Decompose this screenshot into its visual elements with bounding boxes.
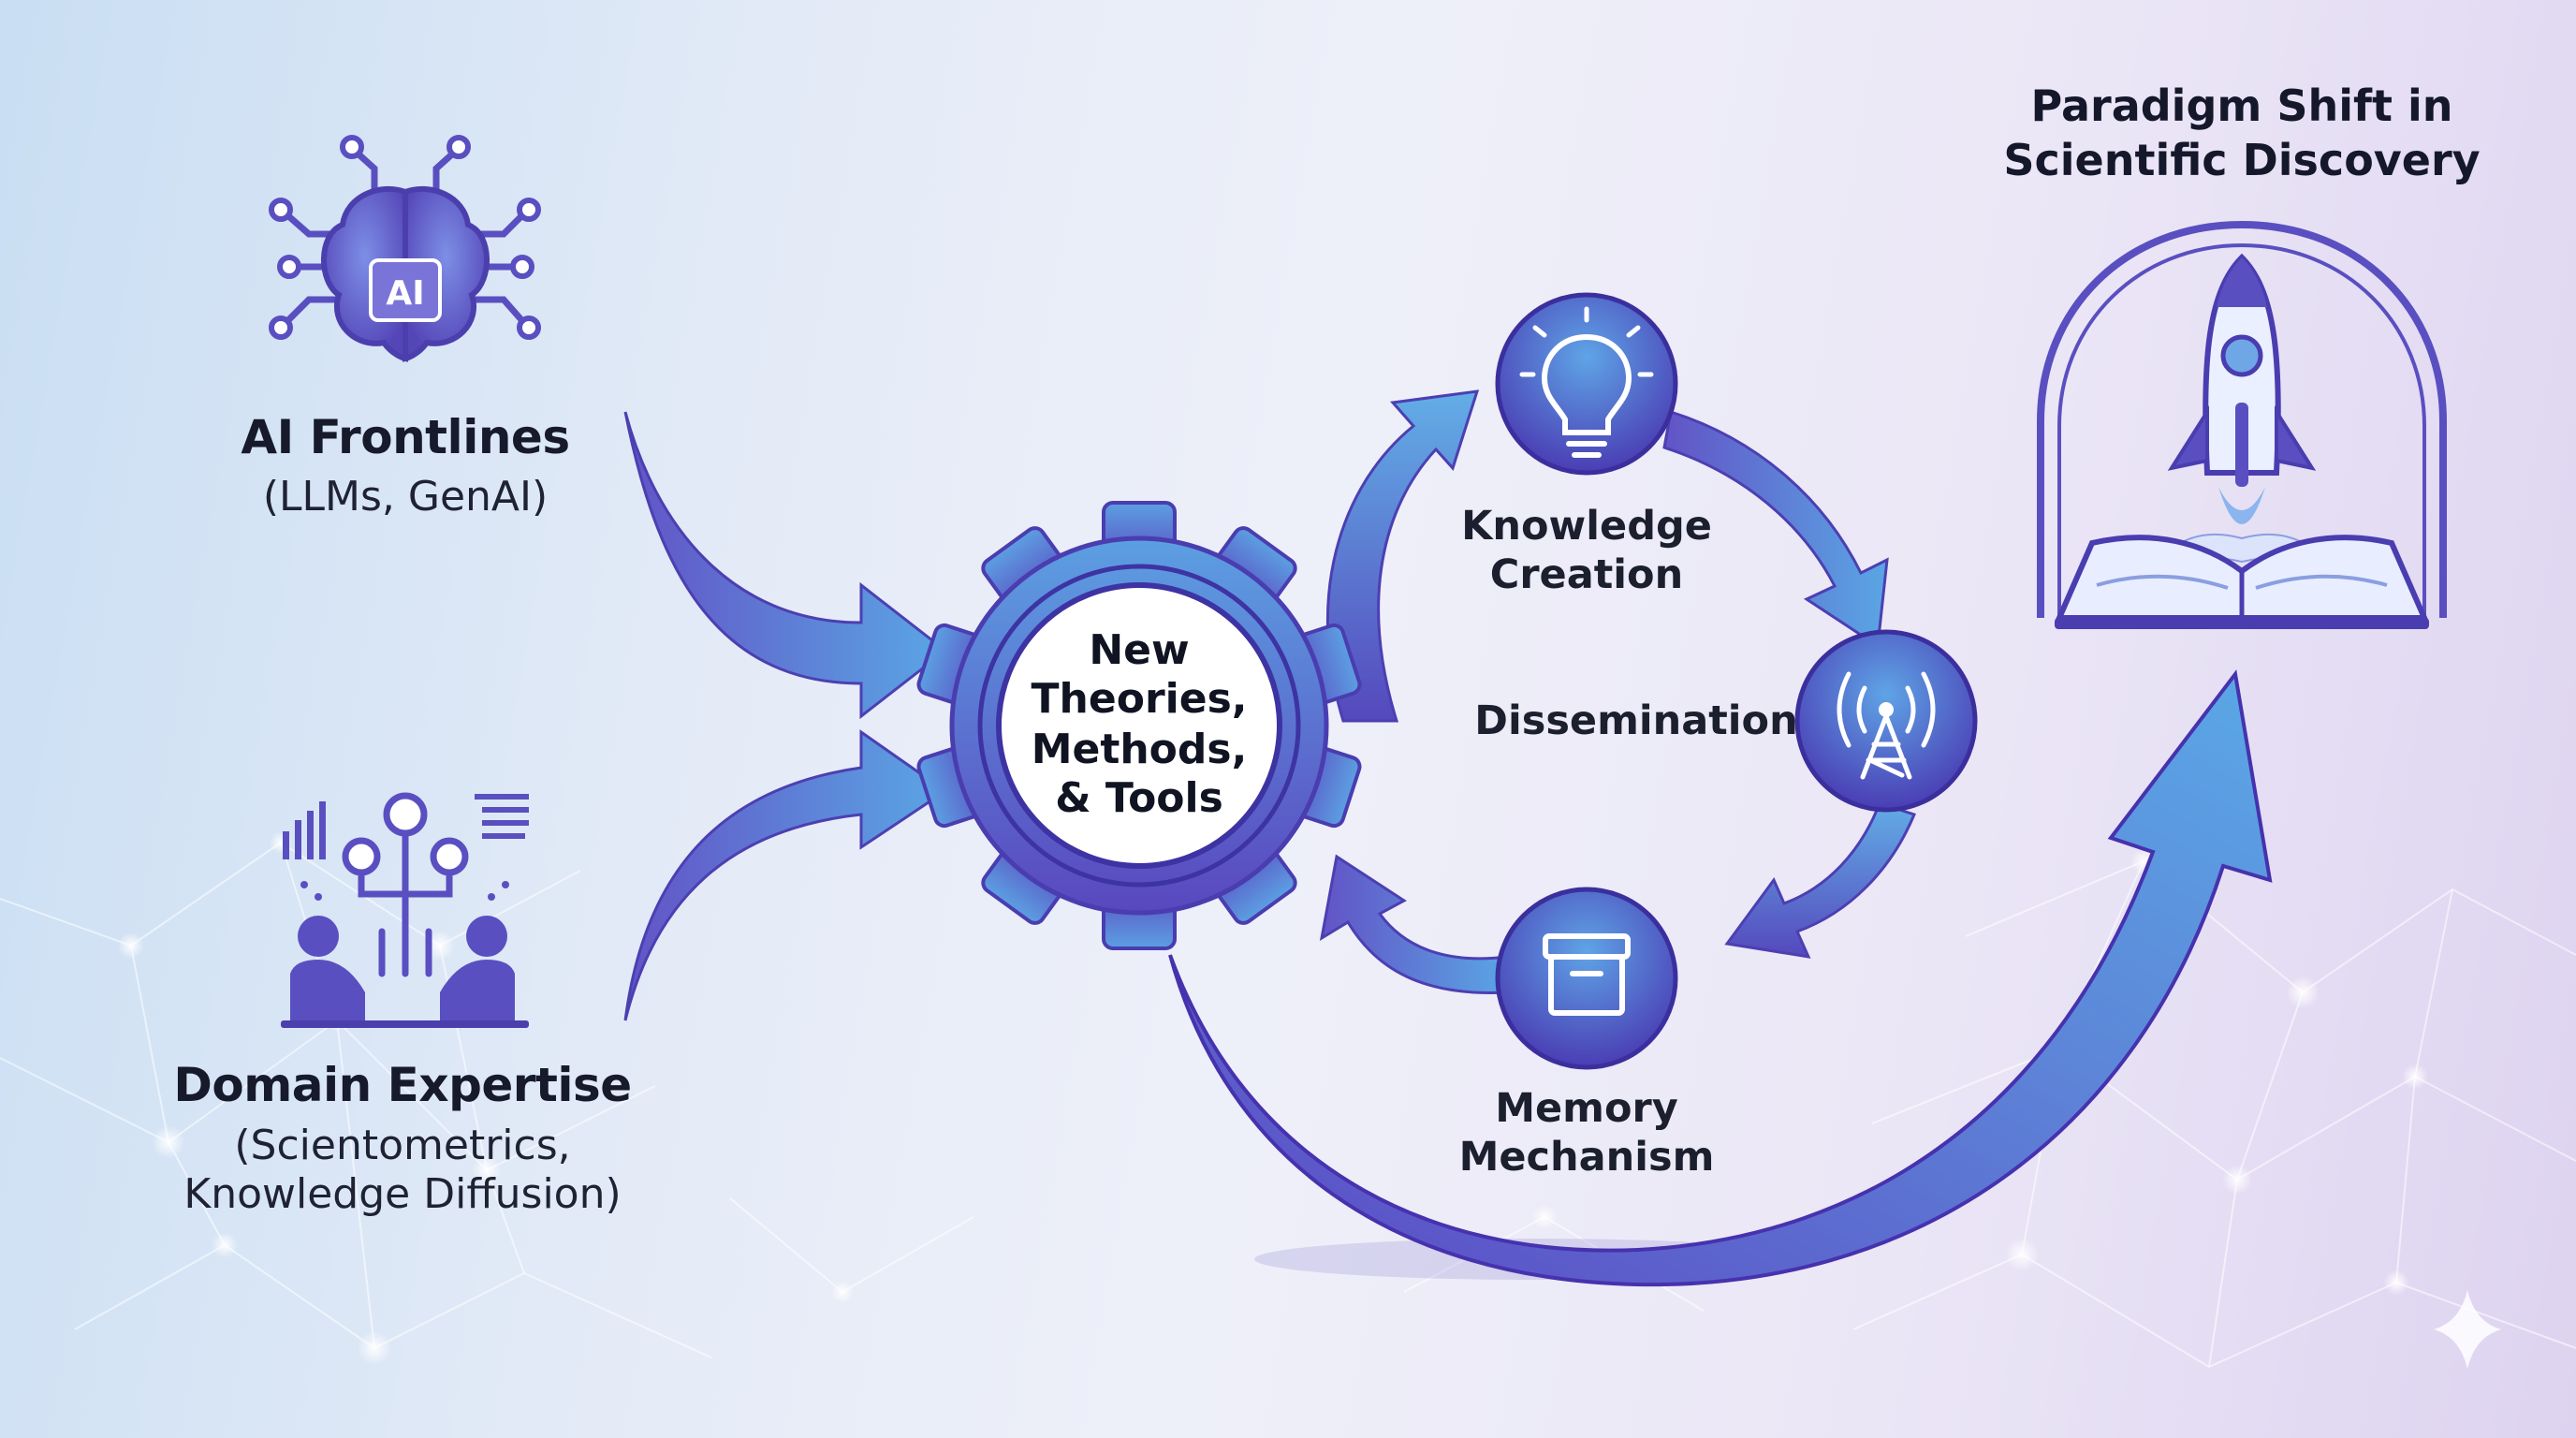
cycle-arrow-to-memory	[1724, 801, 1917, 959]
memory-mechanism-line2: Mechanism	[1458, 1134, 1715, 1181]
gear-icon	[916, 501, 1362, 950]
lightbulb-icon	[1495, 292, 1678, 476]
cycle-arrow-to-creation	[1325, 389, 1480, 723]
paradigm-shift-line2: Scientific Discovery	[2003, 135, 2481, 185]
cycle-arrow-to-hub	[1319, 854, 1511, 995]
sparkle-star-icon	[2434, 1290, 2501, 1369]
hub-label-line3: Methods,	[1031, 726, 1248, 773]
domain-expertise-subtitle-line2: Knowledge Diffusion)	[183, 1170, 622, 1218]
brain-circuit-icon: AI	[269, 135, 541, 362]
knowledge-creation-line2: Creation	[1489, 551, 1684, 598]
rocket-book-icon	[2037, 220, 2447, 629]
broadcast-tower-icon	[1794, 629, 1978, 813]
collaborators-network-icon	[281, 792, 529, 1028]
ai-input-arrow	[623, 411, 948, 720]
outcome-arrow	[1168, 669, 2273, 1287]
knowledge-creation-line1: Knowledge	[1461, 503, 1712, 550]
hub-label-line1: New	[1089, 626, 1190, 674]
archive-box-icon	[1495, 887, 1678, 1070]
hub-label-line2: Theories,	[1031, 675, 1248, 723]
ai-badge: AI	[386, 274, 424, 313]
ai-frontlines-subtitle: (LLMs, GenAI)	[262, 473, 549, 521]
paradigm-shift-line1: Paradigm Shift in	[2030, 81, 2453, 131]
dissemination-label: Dissemination	[1474, 697, 1798, 744]
memory-mechanism-line1: Memory	[1495, 1085, 1678, 1132]
hub-label-line4: & Tools	[1055, 774, 1223, 822]
domain-expertise-title: Domain Expertise	[173, 1058, 632, 1112]
ai-frontlines-title: AI Frontlines	[241, 410, 570, 464]
expertise-input-arrow	[623, 729, 948, 1021]
domain-expertise-subtitle-line1: (Scientometrics,	[234, 1122, 571, 1169]
